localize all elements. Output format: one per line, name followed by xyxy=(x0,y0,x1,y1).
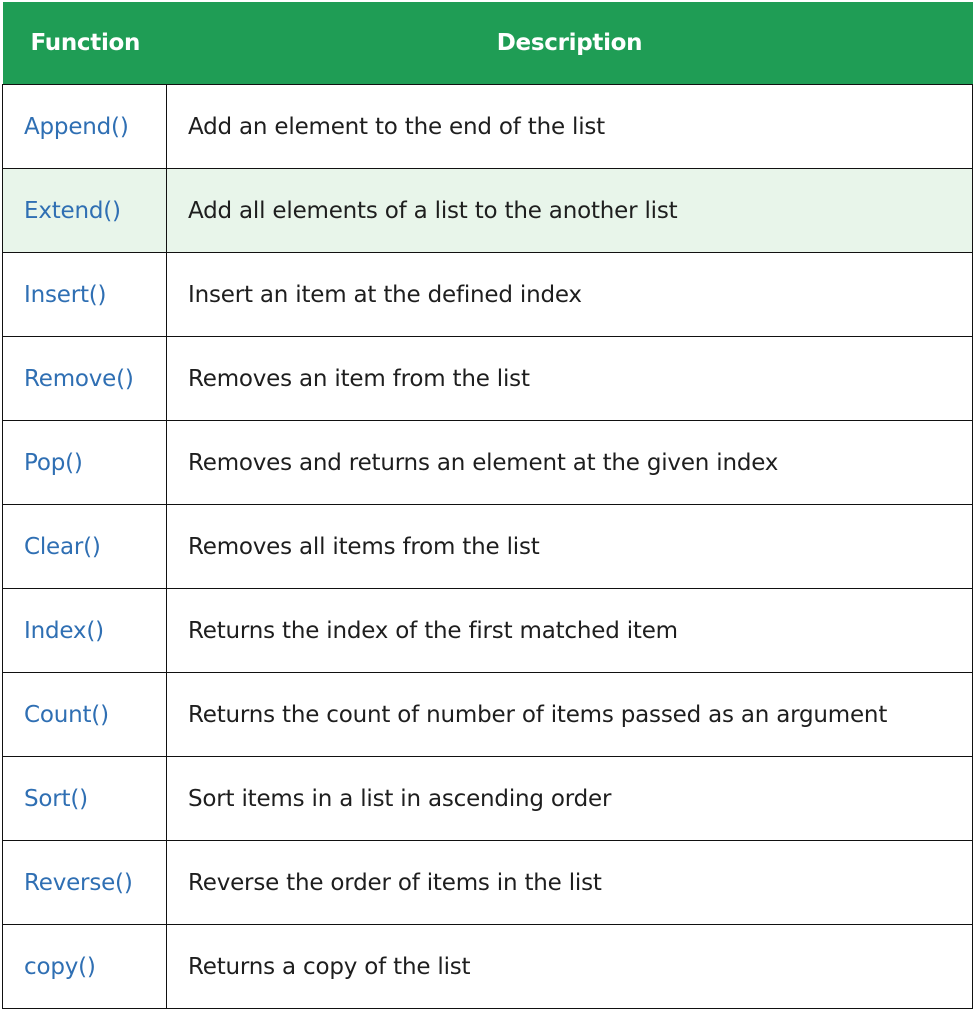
function-cell[interactable]: Insert() xyxy=(2,252,167,337)
table-row: Remove() Removes an item from the list xyxy=(2,336,973,421)
table-header: Function Description xyxy=(2,2,973,85)
function-cell[interactable]: Extend() xyxy=(2,168,167,253)
function-cell[interactable]: Clear() xyxy=(2,504,167,589)
table-row: Clear() Removes all items from the list xyxy=(2,504,973,589)
table-row: Insert() Insert an item at the defined i… xyxy=(2,252,973,337)
function-cell[interactable]: Reverse() xyxy=(2,840,167,925)
table-row: Reverse() Reverse the order of items in … xyxy=(2,840,973,925)
header-row: Function Description xyxy=(2,2,973,85)
description-cell: Reverse the order of items in the list xyxy=(166,840,973,925)
description-cell: Sort items in a list in ascending order xyxy=(166,756,973,841)
header-function: Function xyxy=(2,2,167,85)
description-cell: Returns the count of number of items pas… xyxy=(166,672,973,757)
description-cell: Insert an item at the defined index xyxy=(166,252,973,337)
table-row: Sort() Sort items in a list in ascending… xyxy=(2,756,973,841)
description-cell: Add an element to the end of the list xyxy=(166,84,973,169)
description-cell: Returns a copy of the list xyxy=(166,924,973,1009)
function-cell[interactable]: Sort() xyxy=(2,756,167,841)
table-body: Append() Add an element to the end of th… xyxy=(2,84,973,1009)
header-description: Description xyxy=(166,2,973,85)
function-cell[interactable]: Append() xyxy=(2,84,167,169)
table-row: copy() Returns a copy of the list xyxy=(2,924,973,1009)
description-cell: Add all elements of a list to the anothe… xyxy=(166,168,973,253)
table-row: Append() Add an element to the end of th… xyxy=(2,84,973,169)
table-row: Pop() Removes and returns an element at … xyxy=(2,420,973,505)
description-cell: Removes and returns an element at the gi… xyxy=(166,420,973,505)
function-cell[interactable]: Count() xyxy=(2,672,167,757)
function-cell[interactable]: Pop() xyxy=(2,420,167,505)
table-row: Index() Returns the index of the first m… xyxy=(2,588,973,673)
table-row-highlighted: Extend() Add all elements of a list to t… xyxy=(2,168,973,253)
function-cell[interactable]: copy() xyxy=(2,924,167,1009)
description-cell: Removes an item from the list xyxy=(166,336,973,421)
description-cell: Returns the index of the first matched i… xyxy=(166,588,973,673)
function-cell[interactable]: Index() xyxy=(2,588,167,673)
function-cell[interactable]: Remove() xyxy=(2,336,167,421)
description-cell: Removes all items from the list xyxy=(166,504,973,589)
table-row: Count() Returns the count of number of i… xyxy=(2,672,973,757)
